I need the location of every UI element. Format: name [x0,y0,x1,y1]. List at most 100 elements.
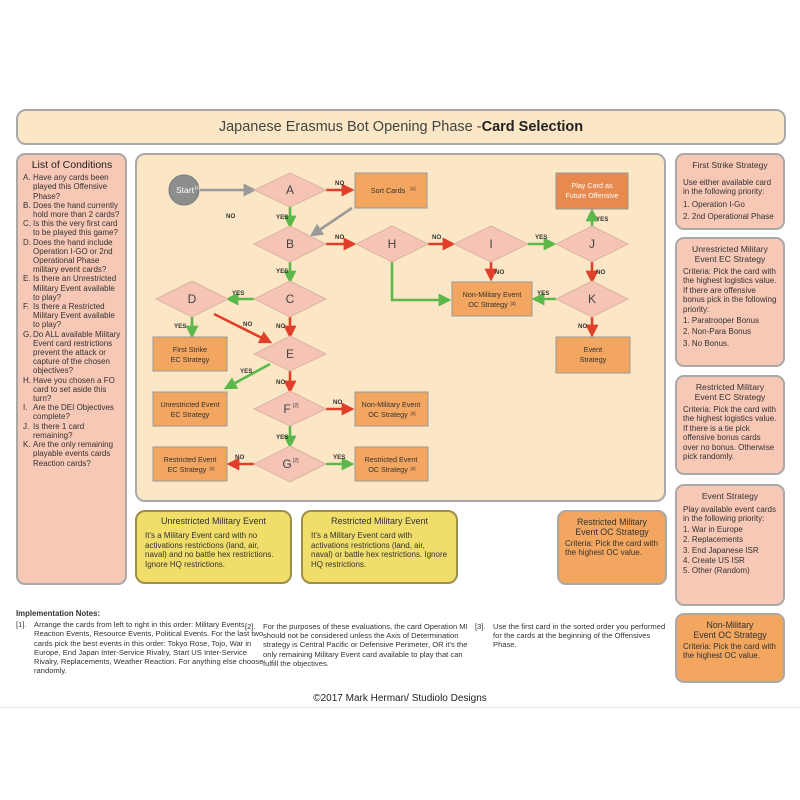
ev-l1: Event [584,345,602,354]
restricted-ec-strategy-box: Restricted Military Event EC Strategy Cr… [675,375,785,475]
condition-letter: F. [23,302,30,312]
condition-text: Does the hand include Operation I-GO or … [33,237,113,275]
label-no-b: NO [335,234,344,241]
roc-sup: [2] [410,466,415,471]
label-no-f: NO [333,399,342,406]
note-3-num: [3]. [475,622,486,631]
f-sup: [2] [293,403,299,409]
nm-oc-title-1: Non-Military [706,620,754,630]
nmh-l2: OC Strategy [468,300,508,309]
ue-l2: EC Strategy [171,410,210,419]
g-sup: [2] [293,458,299,464]
condition-text: Do ALL available Military Event card res… [33,329,121,376]
condition-text: Have you chosen a FO card to set aside t… [33,375,115,404]
diamond-i [452,225,530,263]
unres-ec-item-1: 1. Paratrooper Bonus [683,316,760,326]
note-2: [2]. For the purposes of these evaluatio… [245,622,469,668]
letter-j: J [589,237,595,251]
condition-item: J.Is there 1 card remaining? [23,422,121,440]
restricted-oc-strategy-box: Restricted Military Event OC Strategy Cr… [557,510,667,585]
condition-letter: G. [23,329,32,339]
box-nm-h [451,281,533,317]
nm-oc-text: Criteria: Pick the card with the highest… [683,642,776,661]
note-2-num: [2]. [245,622,256,631]
nmf-l2: OC Strategy [368,410,408,419]
res-ec-text: Criteria: Pick the card with the highest… [683,405,777,462]
conditions-list: A.Have any cards been played this Offens… [23,173,121,468]
letter-g: G [282,457,291,471]
play-l2: Future Offensive [565,191,618,200]
start-sup: [1] [195,185,200,190]
unres-ec-title-2: Event EC Strategy [694,254,766,264]
title-normal: Japanese Erasmus Bot Opening Phase - [218,119,482,135]
label-yes-i: YES [535,234,547,241]
letter-d: D [188,292,197,306]
condition-letter: J. [23,421,30,431]
label-no-e: NO [276,379,285,386]
unres-def-title: Unrestricted Military Event [160,516,267,526]
page-title: Japanese Erasmus Bot Opening Phase - Car… [16,109,786,145]
condition-letter: B. [23,200,31,210]
box-sort-cards [354,172,428,209]
rec-l1: Restricted Event [164,455,217,464]
box-res-oc [354,446,429,482]
condition-text: Are the DEI Objectives complete? [33,403,114,422]
conditions-panel: List of Conditions A.Have any cards been… [16,153,127,585]
label-yes-f: YES [276,434,288,441]
condition-letter: E. [23,274,31,284]
res-def-title: Restricted Military Event [330,516,429,526]
start-label: Start [176,185,195,195]
label-no-k: NO [578,323,587,330]
sort-label: Sort Cards [371,186,406,195]
nmh-sup: [3] [510,301,515,306]
fs-l2: EC Strategy [171,355,210,364]
footer-divider [0,707,800,708]
event-item-2: 2. Replacements [683,535,744,545]
letter-e: E [286,347,294,361]
copyright-footer: ©2017 Mark Herman/ Studiolo Designs [313,693,487,704]
event-strategy-box: Event Strategy Play available event card… [675,484,785,606]
condition-item: C.Is this the very first card to be play… [23,219,121,237]
arrow-h-nmh [390,262,452,307]
notes-heading: Implementation Notes: [16,609,101,618]
letter-c: C [286,292,295,306]
letter-a: A [286,183,294,197]
diamond-e [252,335,328,372]
flowchart-panel [135,153,666,502]
label-yes-b: YES [276,268,288,275]
condition-text: Is there 1 card remaining? [33,421,85,440]
condition-letter: H. [23,375,31,385]
box-res-ec [152,446,228,482]
condition-text: Have any cards been played this Offensiv… [33,173,109,201]
label-yes-g: YES [333,454,345,461]
box-nm-f [354,391,429,427]
condition-item: I. Are the DEI Objectives complete? [23,403,121,421]
label-yes-a: YES [276,214,288,221]
letter-f: F [283,402,290,416]
condition-letter: C. [23,219,31,229]
res-def-text: It's a Military Event card with activati… [311,531,448,569]
play-l1: Play Card as [571,181,613,190]
res-ec-title-1: Restricted Military [695,382,765,392]
diamond-g [252,445,328,483]
flow-arrows [185,183,599,471]
unres-def-text: It's a Military Event card with no activ… [145,531,274,569]
condition-letter: I. [23,403,28,413]
ev-l2: Strategy [580,355,607,364]
unrestricted-definition-box: Unrestricted Military Event It's a Milit… [135,510,292,584]
condition-item: G.Do ALL available Military Event card r… [23,330,121,376]
note-3-text: Use the first card in the sorted order y… [493,622,666,650]
diamond-a [252,172,328,208]
box-first-strike [152,336,228,372]
label-no-c: NO [276,323,285,330]
first-strike-strategy-box: First Strike Strategy Use either availab… [675,153,785,230]
res-oc-title-2: Event OC Strategy [575,527,649,537]
unres-ec-title-1: Unrestricted Military [692,244,768,254]
fs-l1: First Strike [173,345,207,354]
label-yes-k: YES [537,290,549,297]
condition-text: Is there an Unrestricted Military Event … [33,274,117,302]
condition-item: B.Does the hand currently hold more than… [23,201,121,219]
event-strategy-text: Play available event cards in the follow… [683,505,776,524]
condition-item: E.Is there an Unrestricted Military Even… [23,274,121,302]
